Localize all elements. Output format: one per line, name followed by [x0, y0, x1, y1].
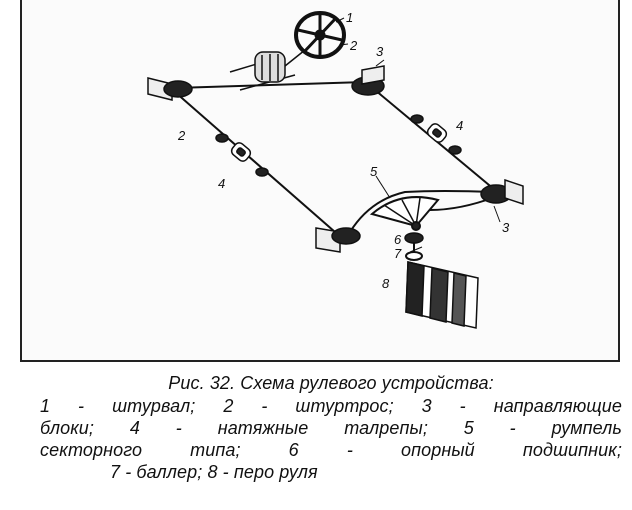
label-6: 6 — [394, 232, 402, 247]
label-4-left: 4 — [218, 176, 225, 191]
guide-block-left — [147, 77, 193, 101]
label-4-right: 4 — [456, 118, 463, 133]
diagram-frame — [20, 0, 620, 362]
steering-diagram: 1 2 3 2 4 4 5 3 6 7 8 — [147, 10, 524, 329]
figure-caption: Рис. 32. Схема рулевого устройства: 1 - … — [40, 372, 622, 483]
turnbuckle-left — [215, 133, 269, 177]
label-7: 7 — [394, 246, 402, 261]
label-3-top: 3 — [376, 44, 384, 59]
support-bearing — [404, 232, 424, 244]
label-5: 5 — [370, 164, 378, 179]
rudder-blade — [405, 261, 479, 329]
caption-line-4: 7 - баллер; 8 - перо руля — [110, 462, 318, 482]
guide-block-right — [480, 178, 524, 206]
steering-wheel-icon — [294, 11, 346, 59]
label-8: 8 — [382, 276, 390, 291]
guide-block-top — [351, 65, 385, 96]
guide-block-bottom — [315, 227, 361, 253]
rudder-stock — [405, 243, 423, 261]
sector-tiller — [369, 196, 440, 231]
turnbuckle-right — [410, 114, 462, 155]
caption-line-2: блоки; 4 - натяжные талрепы; 5 - румпель — [40, 418, 622, 438]
label-3-right: 3 — [502, 220, 510, 235]
caption-line-1: 1 - штурвал; 2 - штуртрос; 3 - направляю… — [40, 396, 622, 416]
label-1: 1 — [346, 10, 353, 25]
label-2-top: 2 — [349, 38, 358, 53]
caption-title: Рис. 32. Схема рулевого устройства: — [168, 373, 494, 393]
cable-drum — [229, 49, 306, 91]
steering-cable — [174, 81, 496, 233]
leader-lines — [335, 17, 501, 253]
caption-line-3: секторного типа; 6 - опорный подшипник; — [40, 440, 622, 460]
label-2-left: 2 — [177, 128, 186, 143]
